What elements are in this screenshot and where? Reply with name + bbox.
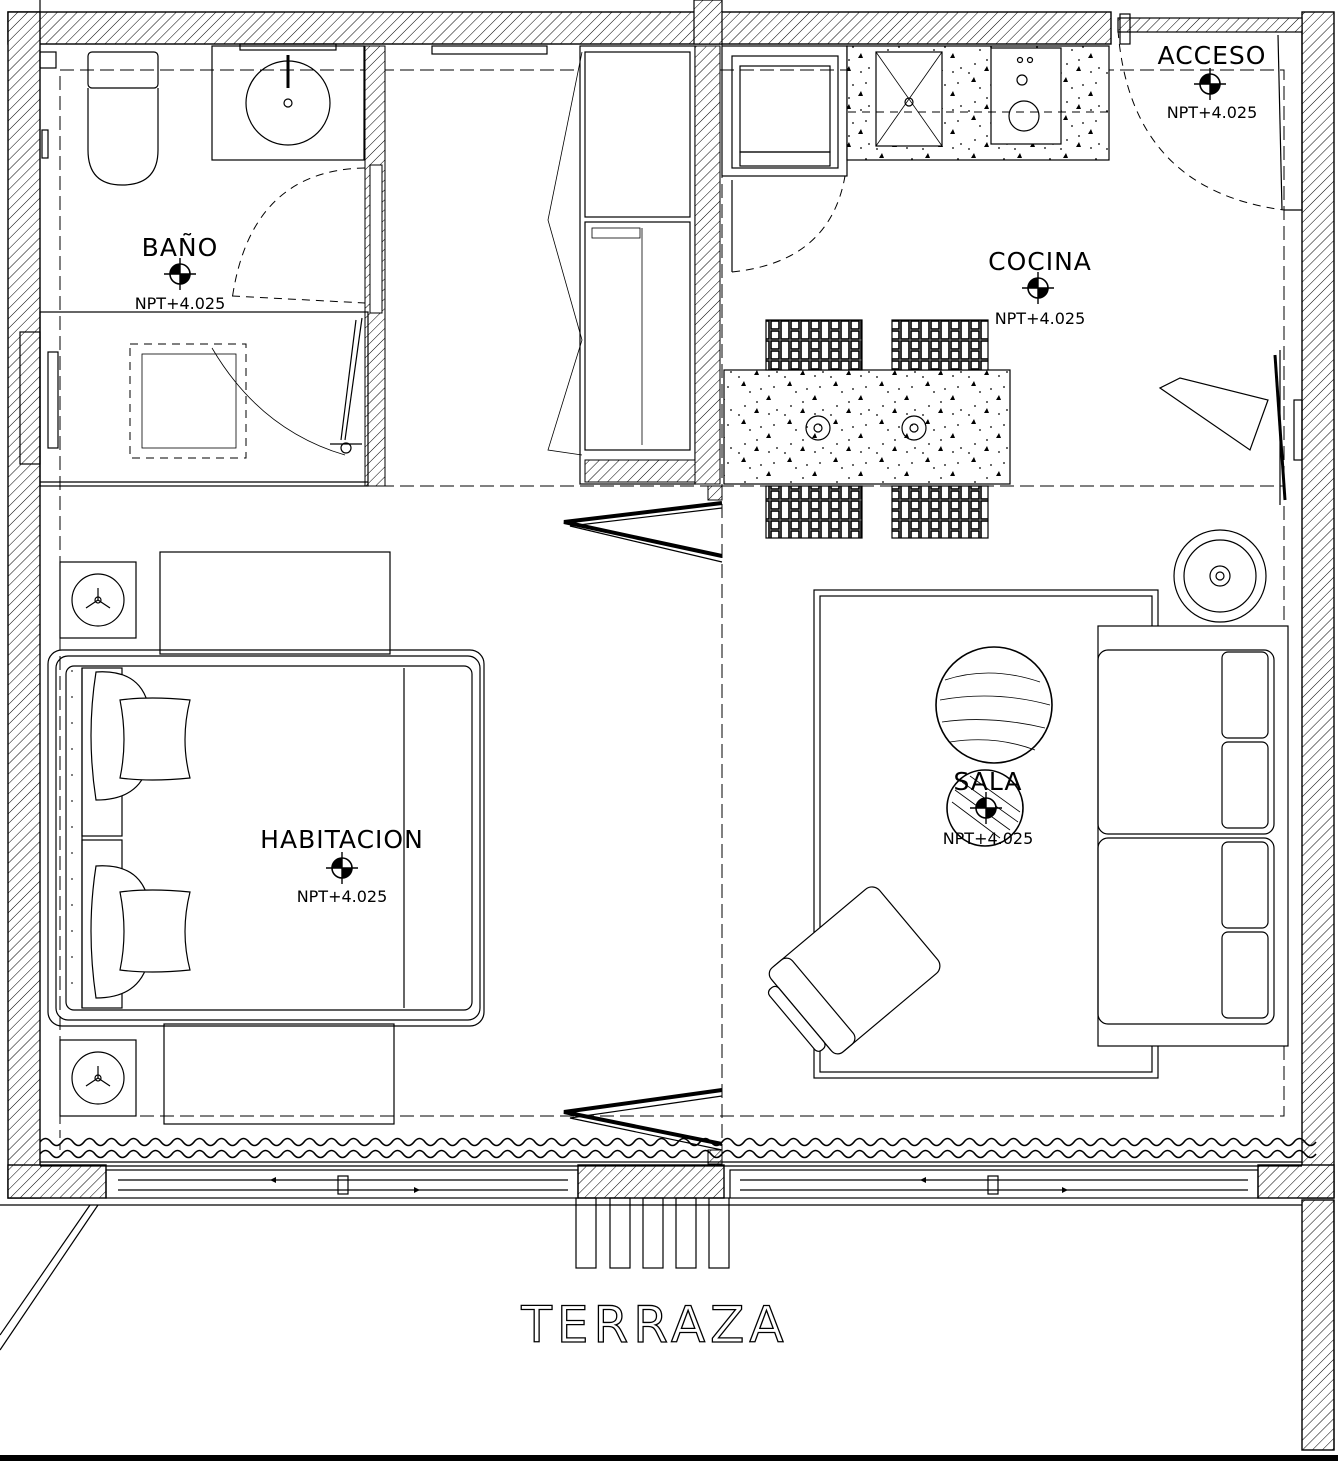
level-marker-bano bbox=[164, 258, 196, 290]
curtain bbox=[39, 1137, 1317, 1167]
bathroom bbox=[19, 43, 548, 465]
interior-walls bbox=[39, 45, 721, 487]
room-label-acceso: ACCESO bbox=[1158, 41, 1267, 70]
room-label-habitacion: HABITACION bbox=[260, 825, 424, 854]
level-marker-habitacion bbox=[326, 852, 358, 884]
room-label-cocina: COCINA bbox=[988, 247, 1092, 276]
level-label-bano: NPT+4.025 bbox=[135, 294, 226, 313]
sliding-doors bbox=[105, 1169, 1259, 1199]
level-label-acceso: NPT+4.025 bbox=[1167, 103, 1258, 122]
level-marker-sala bbox=[970, 792, 1002, 824]
kitchen bbox=[721, 45, 1110, 539]
room-label-sala: SALA bbox=[953, 767, 1022, 796]
level-marker-acceso bbox=[1194, 68, 1226, 100]
level-label-cocina: NPT+4.025 bbox=[995, 309, 1086, 328]
exterior-walls bbox=[7, 0, 1335, 1451]
entry-door bbox=[1117, 13, 1303, 505]
level-label-sala: NPT+4.025 bbox=[943, 829, 1034, 848]
room-label-bano: BAÑO bbox=[142, 232, 219, 262]
level-label-habitacion: NPT+4.025 bbox=[297, 887, 388, 906]
living-room bbox=[767, 529, 1289, 1079]
level-marker-cocina bbox=[1022, 272, 1054, 304]
terrace bbox=[0, 1197, 1338, 1461]
terrace-label: TERRAZA bbox=[520, 1296, 788, 1354]
bedroom bbox=[47, 551, 485, 1125]
